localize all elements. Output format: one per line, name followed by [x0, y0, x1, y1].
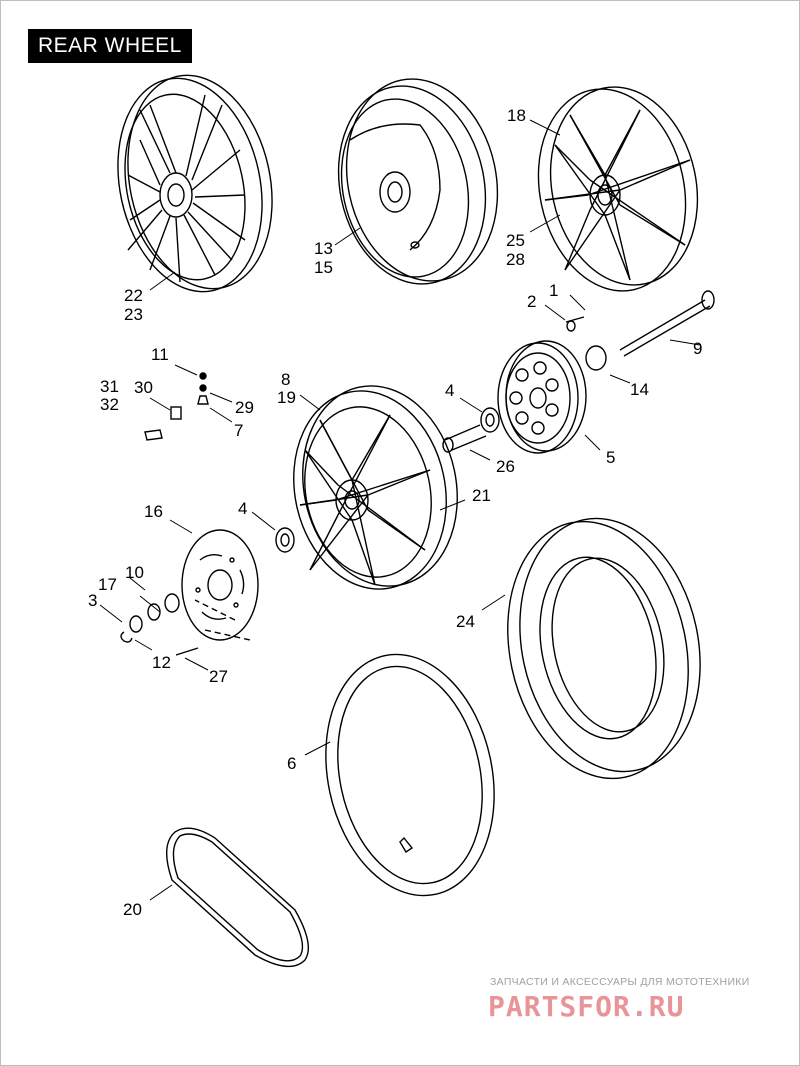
callout-12: 12 [152, 653, 171, 672]
laced-wheel-8-19 [293, 385, 458, 590]
tube-6 [325, 653, 495, 897]
tire-24 [507, 517, 701, 780]
hardware-parts [120, 316, 607, 656]
callout-30: 30 [134, 378, 153, 397]
sprocket-5 [497, 340, 587, 454]
callout-17: 17 [98, 575, 117, 594]
callout-8: 8 [281, 370, 291, 389]
callout-15: 15 [314, 258, 333, 277]
brake-rotor-16 [181, 529, 259, 641]
callout-16: 16 [144, 502, 163, 521]
callout-24: 24 [456, 612, 475, 631]
callout-10: 10 [125, 563, 144, 582]
belt-20 [166, 827, 309, 968]
disc-wheel-13-15 [337, 78, 499, 285]
callout-4b: 4 [238, 499, 248, 518]
watermark-caption: ЗАПЧАСТИ И АКСЕССУАРЫ ДЛЯ МОТОТЕХНИКИ [490, 976, 750, 988]
laced-wheel-25-28 [537, 86, 699, 292]
callout-31: 31 [100, 377, 119, 396]
callout-22: 22 [124, 286, 143, 305]
callout-20: 20 [123, 900, 142, 919]
callout-27: 27 [209, 667, 228, 686]
callout-14: 14 [630, 380, 649, 399]
callout-13: 13 [314, 239, 333, 258]
callout-26: 26 [496, 457, 515, 476]
leader-lines [99, 119, 701, 901]
callout-28: 28 [506, 250, 525, 269]
callout-25: 25 [506, 231, 525, 250]
callout-1: 1 [549, 281, 559, 300]
callout-32: 32 [100, 395, 119, 414]
page-title: REAR WHEEL [28, 29, 192, 63]
callout-7: 7 [234, 421, 244, 440]
callout-11: 11 [151, 345, 169, 364]
callout-23: 23 [124, 305, 143, 324]
callout-18: 18 [507, 106, 526, 125]
cast-wheel-22-23 [117, 74, 273, 293]
callout-6: 6 [287, 754, 297, 773]
callout-19: 19 [277, 388, 296, 407]
callout-9: 9 [693, 339, 703, 358]
callout-21: 21 [472, 486, 491, 505]
watermark-logo: PARTSFOR.RU [488, 990, 685, 1023]
callout-2: 2 [527, 292, 537, 311]
callout-29: 29 [235, 398, 254, 417]
callout-5: 5 [606, 448, 616, 467]
callout-4a: 4 [445, 381, 455, 400]
callout-3: 3 [88, 591, 98, 610]
axle-9 [619, 290, 715, 357]
